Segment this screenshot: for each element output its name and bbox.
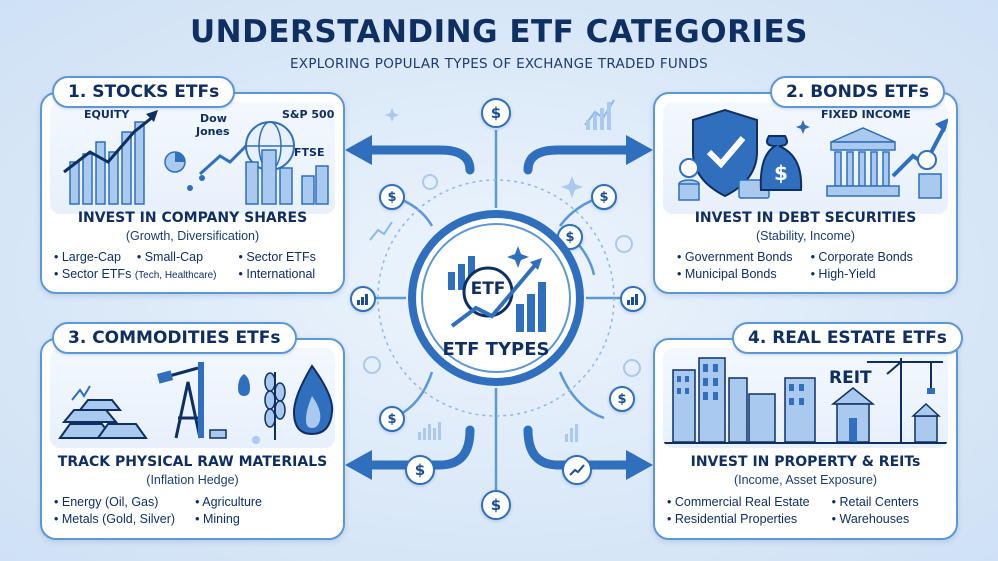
realestate-list: Commercial Real Estate Retail Centers Re… <box>667 495 919 526</box>
list-item: Warehouses <box>832 512 919 526</box>
list-item: Sector ETFs <box>239 250 315 264</box>
jones-label: Jones <box>196 125 230 138</box>
dollar-coin-icon: $ <box>405 455 435 485</box>
commodities-list: Energy (Oil, Gas) Agriculture Metals (Go… <box>54 495 262 526</box>
page-subtitle: EXPLORING POPULAR TYPES OF EXCHANGE TRAD… <box>289 56 709 72</box>
ftse-label: FTSE <box>294 146 325 159</box>
equity-label: EQUITY <box>84 108 130 121</box>
reit-label: REIT <box>829 368 872 388</box>
buildings-icon <box>663 357 948 444</box>
list-item: International <box>239 267 316 281</box>
chart-node-icon <box>620 286 646 312</box>
card-realestate: REIT INVEST IN PROPERTY & REITs (Income,… <box>653 338 958 540</box>
list-item: Commercial Real Estate <box>667 495 810 509</box>
sparkles <box>385 108 583 198</box>
center-label: ETF TYPES <box>442 339 550 360</box>
dollar-coin-icon: $ <box>591 184 617 210</box>
bonds-heading: INVEST IN DEBT SECURITIES <box>694 210 917 226</box>
dollar-coin-icon: $ <box>609 386 635 412</box>
list-item: Retail Centers <box>832 495 918 509</box>
list-item: Agriculture <box>195 495 262 509</box>
stocks-chart-icon <box>63 110 329 205</box>
card-bonds: $ FIXED INCOME INVEST IN DEBT SECURITIES… <box>653 92 958 294</box>
page-title: UNDERSTANDING ETF CATEGORIES <box>189 14 808 50</box>
commodities-icons <box>58 362 334 444</box>
trend-node-icon <box>562 455 592 485</box>
etf-emblem-text: ETF <box>470 279 506 299</box>
dollar-coin-icon: $ <box>557 224 583 250</box>
realestate-heading: INVEST IN PROPERTY & REITs <box>690 454 921 470</box>
bonds-shield-icon: $ <box>678 108 948 201</box>
list-item: Municipal Bonds <box>677 267 793 281</box>
arrow-heads <box>345 135 653 480</box>
dollar-coin-icon: $ <box>481 490 511 520</box>
stocks-illustration: EQUITY Dow Jones S&P 500 FTSE <box>50 102 335 214</box>
commodities-subheading: (Inflation Hedge) <box>146 473 239 487</box>
stocks-heading: INVEST IN COMPANY SHARES <box>77 210 308 226</box>
card-commodities: TRACK PHYSICAL RAW MATERIALS (Inflation … <box>40 338 345 540</box>
bonds-subheading: (Stability, Income) <box>755 229 856 243</box>
commodities-heading: TRACK PHYSICAL RAW MATERIALS <box>57 454 328 470</box>
list-item: Energy (Oil, Gas) <box>54 495 175 509</box>
list-item: Government Bonds <box>677 250 793 264</box>
badge-realestate: 4. REAL ESTATE ETFs <box>732 322 963 354</box>
commodities-illustration <box>50 348 335 448</box>
svg-text:$: $ <box>774 161 788 185</box>
bonds-illustration: $ FIXED INCOME <box>663 102 948 214</box>
dow-label: Dow <box>200 112 227 125</box>
card-stocks: EQUITY Dow Jones S&P 500 FTSE INVEST IN … <box>40 92 345 294</box>
chart-node-icon <box>350 286 376 312</box>
fixed-income-label: FIXED INCOME <box>821 108 911 121</box>
bonds-list: Government Bonds Corporate Bonds Municip… <box>677 250 913 281</box>
list-item: Large-Cap • Small-Cap <box>54 250 217 264</box>
dollar-coin-icon: $ <box>379 184 405 210</box>
list-item: High-Yield <box>811 267 913 281</box>
top-arrow-left <box>367 145 631 470</box>
list-item: Mining <box>195 512 262 526</box>
badge-commodities: 3. COMMODITIES ETFs <box>52 322 297 354</box>
stocks-list: Large-Cap • Small-Cap Sector ETFs Sector… <box>54 250 316 281</box>
realestate-subheading: (Income, Asset Exposure) <box>733 473 878 487</box>
list-item: Sector ETFs (Tech, Healthcare) <box>54 267 217 281</box>
list-item: Residential Properties <box>667 512 810 526</box>
etf-emblem <box>408 210 584 386</box>
stocks-subheading: (Growth, Diversification) <box>125 229 260 243</box>
badge-stocks: 1. STOCKS ETFs <box>52 76 236 108</box>
dollar-coin-icon: $ <box>481 98 511 128</box>
badge-bonds: 2. BONDS ETFs <box>770 76 946 108</box>
sp500-label: S&P 500 <box>282 108 335 121</box>
realestate-illustration: REIT <box>663 348 948 448</box>
dollar-coin-icon: $ <box>379 406 405 432</box>
list-item: Metals (Gold, Silver) <box>54 512 175 526</box>
faint-coins <box>363 174 641 377</box>
list-item: Corporate Bonds <box>811 250 913 264</box>
